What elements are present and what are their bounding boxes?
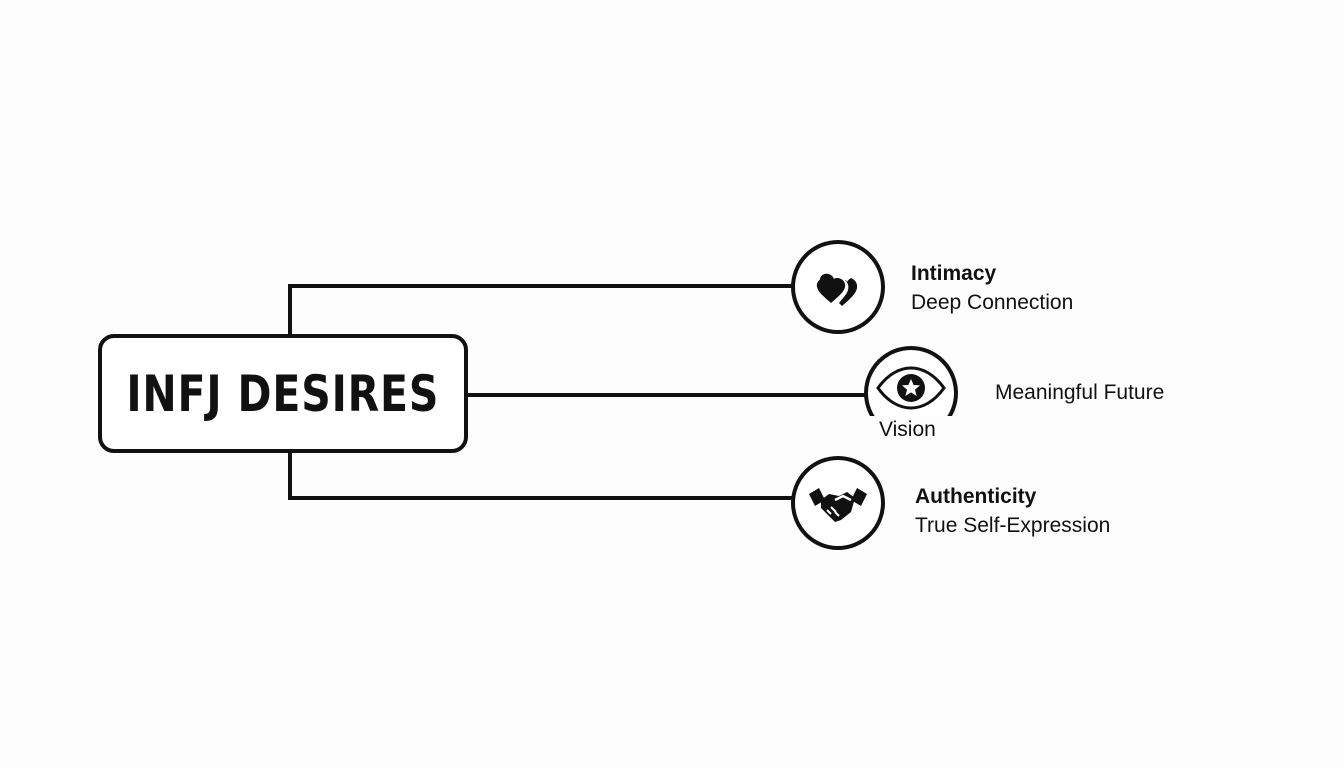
connector-trunk-bottom [288, 450, 292, 500]
vision-label: Vision [879, 418, 936, 441]
hearts-icon [816, 273, 858, 306]
eye-star-icon [876, 366, 946, 410]
connector-intimacy [288, 284, 798, 288]
connector-vision [466, 393, 866, 397]
connector-authenticity [288, 496, 798, 500]
vision-subtitle: Meaningful Future [995, 381, 1165, 404]
connector-trunk-top [288, 284, 292, 336]
vision-node [864, 346, 958, 416]
central-title: INFJ DESIRES [126, 364, 440, 423]
intimacy-node [791, 240, 885, 334]
handshake-icon [809, 488, 867, 522]
authenticity-heading: Authenticity [915, 485, 1037, 508]
central-node: INFJ DESIRES [98, 334, 468, 453]
authenticity-node [791, 456, 885, 550]
intimacy-heading: Intimacy [911, 262, 997, 285]
intimacy-subtitle: Deep Connection [911, 291, 1074, 314]
authenticity-subtitle: True Self-Expression [915, 514, 1111, 537]
